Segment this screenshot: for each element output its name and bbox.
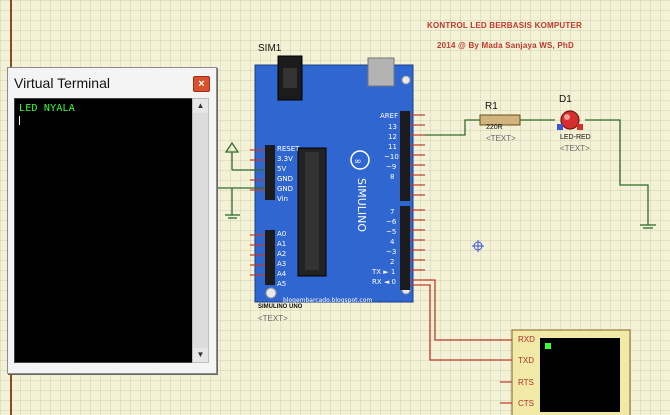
digital-pin-13: 13 — [388, 123, 397, 131]
resistor-r1[interactable] — [479, 114, 521, 126]
sim-ref-label: SIM1 — [258, 43, 282, 54]
page-subtitle: 2014 @ By Mada Sanjaya WS, PhD — [437, 41, 574, 50]
power-pin-3v3: 3.3V — [277, 155, 293, 163]
scroll-up-icon[interactable]: ▲ — [193, 99, 208, 113]
device-pin-cts: CTS — [518, 399, 534, 408]
svg-text:∞: ∞ — [354, 157, 362, 167]
right-pin-stubs — [410, 114, 425, 286]
led-d1[interactable] — [557, 110, 583, 130]
r1-text-label: <TEXT> — [486, 134, 516, 143]
board-brand-text: SIMULINO — [355, 178, 368, 232]
digital-pin-0: RX ◄ 0 — [372, 278, 396, 286]
r1-value-label: 220R — [486, 124, 503, 131]
analog-pin-a0: A0 — [277, 230, 287, 238]
left-pin-stubs — [250, 149, 265, 276]
digital-pin-1: TX ► 1 — [372, 268, 396, 276]
power-pin-reset: RESET — [277, 145, 300, 153]
power-pin-vin: Vin — [277, 195, 289, 203]
digital-header — [400, 111, 410, 290]
terminal-output-area[interactable]: LED NYALA — [14, 98, 193, 363]
r1-ref-label: R1 — [485, 101, 498, 112]
simulino-board[interactable]: ∞ SIMULINO — [254, 55, 414, 303]
virtual-terminal-title: Virtual Terminal — [14, 75, 110, 91]
virtual-terminal-window[interactable]: Virtual Terminal × LED NYALA ▲ ▼ — [7, 67, 217, 374]
digital-pin-7: 7 — [390, 208, 395, 216]
device-pin-rts: RTS — [518, 378, 534, 387]
digital-pin-8: 8 — [390, 173, 395, 181]
board-url-label: blogembarcado.blogspot.com — [283, 297, 373, 304]
digital-pin-5: ~5 — [386, 228, 397, 236]
d1-value-label: LED-RED — [560, 134, 591, 141]
digital-pin-2: 2 — [390, 258, 395, 266]
power-header — [265, 145, 275, 285]
page-title: KONTROL LED BERBASIS KOMPUTER — [427, 21, 582, 30]
digital-pin-12: 12 — [388, 133, 397, 141]
power-pin-gnd-2: GND — [277, 185, 294, 193]
digital-pin-9: ~9 — [386, 163, 397, 171]
aref-label: AREF — [380, 112, 399, 120]
digital-pin-11: 11 — [388, 143, 397, 151]
close-button[interactable]: × — [193, 76, 210, 92]
analog-pin-a3: A3 — [277, 260, 287, 268]
scroll-down-icon[interactable]: ▼ — [193, 348, 208, 362]
virtual-terminal-device[interactable] — [500, 329, 631, 415]
terminal-cursor — [19, 116, 20, 125]
sim-text-label: <TEXT> — [258, 314, 288, 323]
analog-pin-a1: A1 — [277, 240, 287, 248]
power-pin-5v: 5V — [277, 165, 287, 173]
ground-symbols — [224, 141, 656, 229]
power-pin-gnd-1: GND — [277, 175, 294, 183]
serial-wires — [425, 279, 500, 361]
terminal-scrollbar[interactable]: ▲ ▼ — [192, 98, 209, 363]
crosshair-marker — [472, 240, 484, 252]
device-pin-txd: TXD — [518, 356, 534, 365]
green-wires — [215, 119, 649, 225]
sim-name-label: SIMULINO UNO — [258, 304, 303, 310]
d1-ref-label: D1 — [559, 94, 572, 105]
device-pin-rxd: RXD — [518, 335, 535, 344]
analog-pin-a5: A5 — [277, 280, 287, 288]
digital-pin-4: 4 — [390, 238, 395, 246]
analog-pin-a4: A4 — [277, 270, 287, 278]
digital-pin-6: ~6 — [386, 218, 397, 226]
digital-pin-10: ~10 — [384, 153, 399, 161]
analog-pin-a2: A2 — [277, 250, 287, 258]
digital-pin-3: ~3 — [386, 248, 397, 256]
d1-text-label: <TEXT> — [560, 144, 590, 153]
terminal-output-text: LED NYALA — [19, 103, 75, 114]
